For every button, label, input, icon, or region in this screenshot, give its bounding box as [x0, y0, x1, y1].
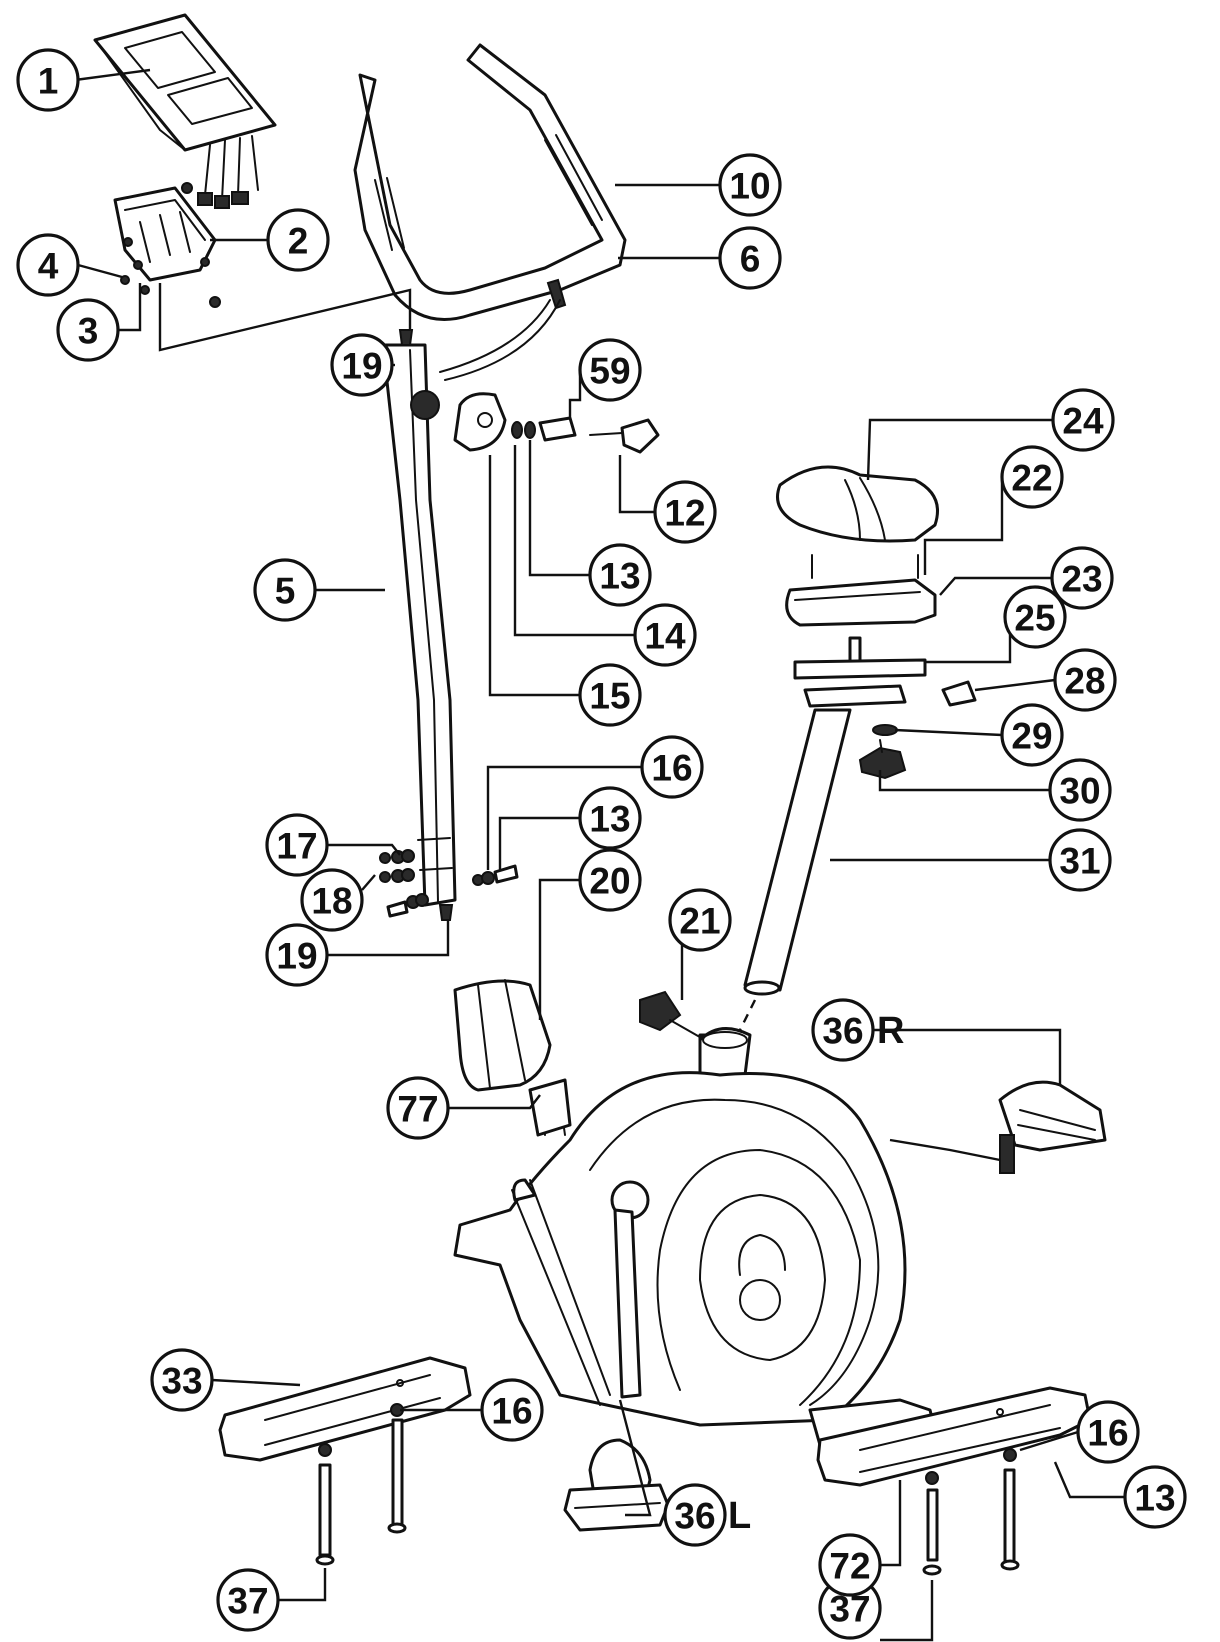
side-marker-left: L	[728, 1495, 751, 1537]
callout-10: 10	[718, 153, 782, 217]
callout-25: 25	[1003, 585, 1067, 649]
svg-text:25: 25	[1014, 598, 1055, 639]
callout-19-top: 19	[330, 333, 394, 397]
callout-2: 2	[266, 208, 330, 272]
callout-77: 77	[386, 1076, 450, 1140]
svg-text:12: 12	[664, 493, 705, 534]
svg-text:19: 19	[276, 936, 317, 977]
side-marker-right: R	[877, 1010, 904, 1052]
svg-text:20: 20	[589, 861, 630, 902]
part-saddle	[776, 465, 939, 543]
callout-72: 72	[818, 1533, 882, 1597]
svg-text:23: 23	[1061, 559, 1102, 600]
callout-17: 17	[265, 813, 329, 877]
part-left-pedal	[563, 1438, 670, 1532]
svg-text:21: 21	[679, 901, 720, 942]
svg-text:13: 13	[589, 799, 630, 840]
callout-13-upper: 13	[588, 543, 652, 607]
callout-1: 1	[16, 48, 80, 112]
callout-36-left: 36 L	[663, 1483, 751, 1547]
svg-text:19: 19	[341, 346, 382, 387]
callout-3: 3	[56, 298, 120, 362]
svg-text:16: 16	[651, 748, 692, 789]
callout-12: 12	[653, 480, 717, 544]
svg-text:77: 77	[397, 1089, 438, 1130]
svg-text:6: 6	[740, 239, 761, 280]
callout-20: 20	[578, 848, 642, 912]
svg-text:5: 5	[275, 571, 296, 612]
callout-31: 31	[1048, 828, 1112, 892]
svg-text:72: 72	[829, 1546, 870, 1587]
svg-text:17: 17	[276, 826, 317, 867]
svg-text:14: 14	[644, 616, 686, 657]
part-post-fasteners	[379, 849, 519, 918]
svg-text:28: 28	[1064, 661, 1105, 702]
callout-23: 23	[1050, 546, 1114, 610]
callout-33: 33	[150, 1348, 214, 1412]
svg-text:16: 16	[491, 1391, 532, 1432]
callout-19-bottom: 19	[265, 923, 329, 987]
svg-text:36: 36	[674, 1496, 715, 1537]
svg-text:33: 33	[161, 1361, 202, 1402]
part-front-stabilizer	[218, 1356, 472, 1566]
callout-5: 5	[253, 558, 317, 622]
part-clamp-plate	[941, 680, 977, 707]
callout-6: 6	[718, 226, 782, 290]
svg-text:30: 30	[1059, 771, 1100, 812]
callout-28: 28	[1053, 648, 1117, 712]
callout-13-lower: 13	[1123, 1465, 1187, 1529]
svg-text:1: 1	[38, 61, 59, 102]
part-pin-assembly	[453, 392, 660, 454]
svg-text:37: 37	[227, 1581, 268, 1622]
callout-21: 21	[668, 888, 732, 952]
part-console	[93, 13, 277, 209]
callout-59: 59	[578, 338, 642, 402]
svg-text:16: 16	[1087, 1413, 1128, 1454]
svg-text:22: 22	[1011, 458, 1052, 499]
svg-text:4: 4	[38, 246, 59, 287]
part-console-bracket	[113, 182, 221, 308]
part-rear-stabilizer	[816, 1386, 1092, 1576]
part-post-shroud	[453, 979, 552, 1092]
part-upright-post	[381, 329, 457, 921]
part-seat-slider	[793, 636, 927, 680]
svg-text:13: 13	[599, 556, 640, 597]
callout-29: 29	[1000, 703, 1064, 767]
svg-text:10: 10	[729, 166, 770, 207]
callout-16-front: 16	[480, 1378, 544, 1442]
callout-16-post: 16	[640, 735, 704, 799]
callout-15: 15	[578, 663, 642, 727]
svg-text:15: 15	[589, 676, 630, 717]
svg-text:36: 36	[822, 1011, 863, 1052]
svg-text:2: 2	[288, 221, 309, 262]
svg-text:24: 24	[1062, 401, 1104, 442]
svg-text:18: 18	[311, 881, 352, 922]
part-saddle-base	[785, 554, 937, 627]
svg-text:29: 29	[1011, 716, 1052, 757]
svg-text:3: 3	[78, 311, 99, 352]
svg-text:31: 31	[1059, 841, 1100, 882]
callout-16-rear: 16	[1076, 1400, 1140, 1464]
part-right-pedal	[998, 1080, 1107, 1174]
callout-18: 18	[300, 868, 364, 932]
callout-36-right: 36 R	[811, 998, 904, 1062]
callout-4: 4	[16, 233, 80, 297]
svg-text:59: 59	[589, 351, 630, 392]
part-seat-post	[743, 708, 852, 996]
part-seat-post-bracket	[803, 684, 907, 708]
part-handlebar	[353, 43, 627, 381]
part-seat-knob	[858, 724, 907, 780]
callout-30: 30	[1048, 758, 1112, 822]
callout-13-middle: 13	[578, 786, 642, 850]
callout-22: 22	[1000, 445, 1064, 509]
callout-24: 24	[1051, 388, 1115, 452]
callout-37-front: 37	[216, 1568, 280, 1632]
svg-text:13: 13	[1134, 1478, 1175, 1519]
callout-14: 14	[633, 603, 697, 667]
